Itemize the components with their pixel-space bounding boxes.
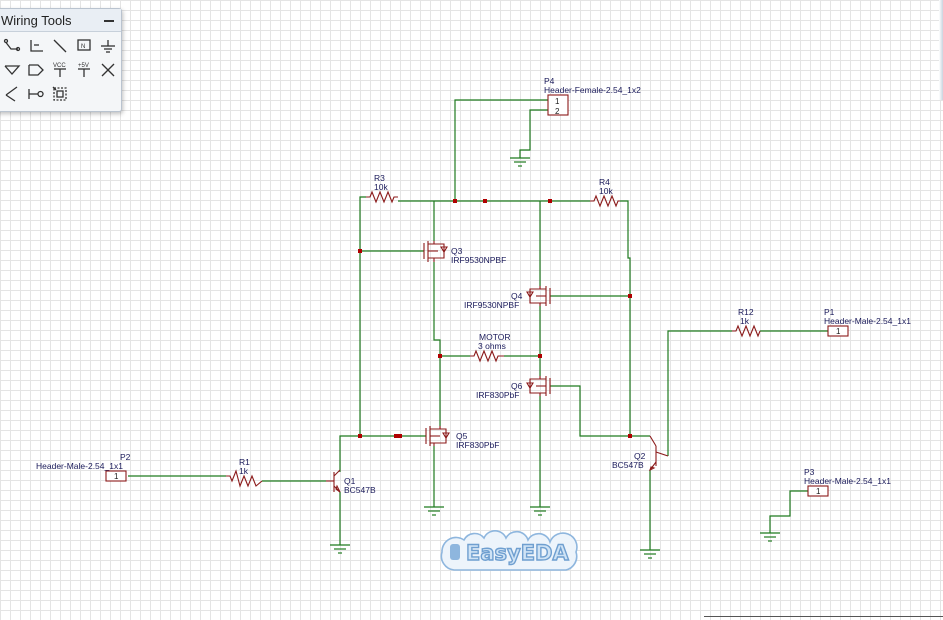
net-label-tool[interactable]: N: [73, 35, 95, 57]
transistor-q2[interactable]: Q2 BC547B: [612, 435, 669, 472]
scroll-edge: [939, 0, 943, 100]
r3-ref: R3: [374, 173, 385, 183]
p1-ref: P1: [824, 307, 835, 317]
p2-ref: P2: [120, 452, 131, 462]
q5-value: IRF830PbF: [456, 440, 499, 450]
p1-value: Header-Male-2.54_1x1: [824, 316, 911, 326]
wire-icon: [3, 38, 21, 52]
bus-icon: [30, 40, 43, 52]
p2-pin-1: 1: [114, 472, 119, 481]
q3-ref: Q3: [451, 246, 463, 256]
header-p3[interactable]: 1 P3 Header-Male-2.54_1x1: [804, 467, 891, 497]
no-connect-icon: [101, 63, 115, 77]
p1-pin-1: 1: [836, 327, 841, 336]
r1-value: 1k: [239, 466, 249, 476]
ground-tool[interactable]: [97, 35, 119, 57]
p3-pin-1: 1: [816, 487, 821, 496]
r4-ref: R4: [599, 177, 610, 187]
voltage-probe-icon: [5, 86, 18, 102]
net-flag-tool[interactable]: [25, 59, 47, 81]
net-label-icon: N: [77, 39, 91, 51]
group-icon: [52, 86, 67, 101]
resistor-r3[interactable]: R3 10k: [366, 173, 398, 204]
ground-icon: [330, 540, 350, 554]
pin-icon: [28, 89, 44, 99]
transistor-q1[interactable]: Q1 BC547B: [326, 469, 376, 495]
resistor-r1[interactable]: R1 1k: [226, 457, 263, 488]
resistor-r4[interactable]: R4 10k: [590, 177, 620, 208]
svg-text:N: N: [81, 44, 85, 50]
vcc-tool[interactable]: VCC: [49, 59, 71, 81]
mosfet-q4[interactable]: Q4 IRF9530NPBF: [464, 286, 551, 310]
sheet-border: [704, 616, 943, 617]
ground-icon: [510, 157, 530, 167]
header-p1[interactable]: 1 P1 Header-Male-2.54_1x1: [824, 307, 911, 337]
q6-value: IRF830PbF: [476, 390, 519, 400]
resistor-r12[interactable]: R12 1k: [732, 307, 761, 338]
r3-value: 10k: [374, 182, 388, 192]
q2-value: BC547B: [612, 460, 644, 470]
group-tool[interactable]: [49, 83, 71, 105]
wire-net[interactable]: [128, 99, 828, 545]
plus-5v-icon: +5V: [78, 63, 90, 77]
easyeda-logo: EasyEDA: [440, 530, 578, 571]
r1-ref: R1: [239, 457, 250, 467]
q6-ref: Q6: [511, 381, 523, 391]
q1-ref: Q1: [344, 476, 356, 486]
header-p2[interactable]: 1 P2 Header-Male-2.54_1x1: [36, 452, 131, 482]
ground-icon: [760, 528, 780, 542]
q4-value: IRF9530NPBF: [464, 300, 519, 310]
p4-value: Header-Female-2.54_1x2: [544, 85, 641, 95]
r4-value: 10k: [599, 186, 613, 196]
pin-tool[interactable]: [25, 83, 47, 105]
p4-pin-1: 1: [555, 97, 560, 106]
svg-text:VCC: VCC: [53, 63, 66, 69]
minimize-button[interactable]: [103, 14, 115, 26]
wiring-tools-grid: N VCC +5V: [0, 32, 121, 107]
q3-value: IRF9530NPBF: [451, 255, 506, 265]
bus-entry-tool[interactable]: [49, 35, 71, 57]
p4-pin-2: 2: [555, 107, 560, 116]
wiring-tools-panel[interactable]: Wiring Tools N VCC +5V: [0, 8, 122, 112]
resistor-motor[interactable]: MOTOR 3 ohms: [470, 332, 510, 363]
plus-5v-tool[interactable]: +5V: [73, 59, 95, 81]
r12-value: 1k: [740, 316, 750, 326]
ground-icon: [530, 502, 550, 516]
p2-value: Header-Male-2.54_1x1: [36, 461, 123, 471]
mosfet-q5[interactable]: Q5 IRF830PbF: [425, 426, 499, 450]
mosfet-q3[interactable]: Q3 IRF9530NPBF: [423, 241, 506, 265]
net-port-tool[interactable]: [1, 59, 23, 81]
ground-symbols[interactable]: [330, 157, 780, 559]
p3-ref: P3: [804, 467, 815, 477]
net-flag-icon: [28, 64, 44, 76]
motor-ref: MOTOR: [479, 332, 510, 342]
ground-icon: [101, 40, 115, 53]
header-p4[interactable]: 1 2 P4 Header-Female-2.54_1x2: [544, 76, 641, 116]
bus-entry-icon: [53, 39, 67, 53]
vcc-icon: VCC: [53, 63, 66, 77]
ground-icon: [424, 502, 444, 516]
q5-ref: Q5: [456, 431, 468, 441]
motor-value: 3 ohms: [478, 341, 506, 351]
q4-ref: Q4: [511, 291, 523, 301]
wiring-tools-title: Wiring Tools: [1, 12, 72, 28]
net-port-icon: [4, 65, 21, 75]
wire-tool[interactable]: [1, 35, 23, 57]
no-connect-tool[interactable]: [97, 59, 119, 81]
ground-icon: [640, 545, 660, 559]
wiring-tools-header[interactable]: Wiring Tools: [0, 9, 121, 32]
svg-text:+5V: +5V: [78, 63, 89, 69]
q1-value: BC547B: [344, 485, 376, 495]
junction-dots: [358, 199, 632, 438]
q2-ref: Q2: [634, 451, 646, 461]
mosfet-q6[interactable]: Q6 IRF830PbF: [476, 376, 551, 400]
r12-ref: R12: [738, 307, 754, 317]
p3-value: Header-Male-2.54_1x1: [804, 476, 891, 486]
voltage-probe-tool[interactable]: [1, 83, 23, 105]
p4-ref: P4: [544, 76, 555, 86]
bus-tool[interactable]: [25, 35, 47, 57]
easyeda-logo-text: EasyEDA: [466, 541, 569, 565]
